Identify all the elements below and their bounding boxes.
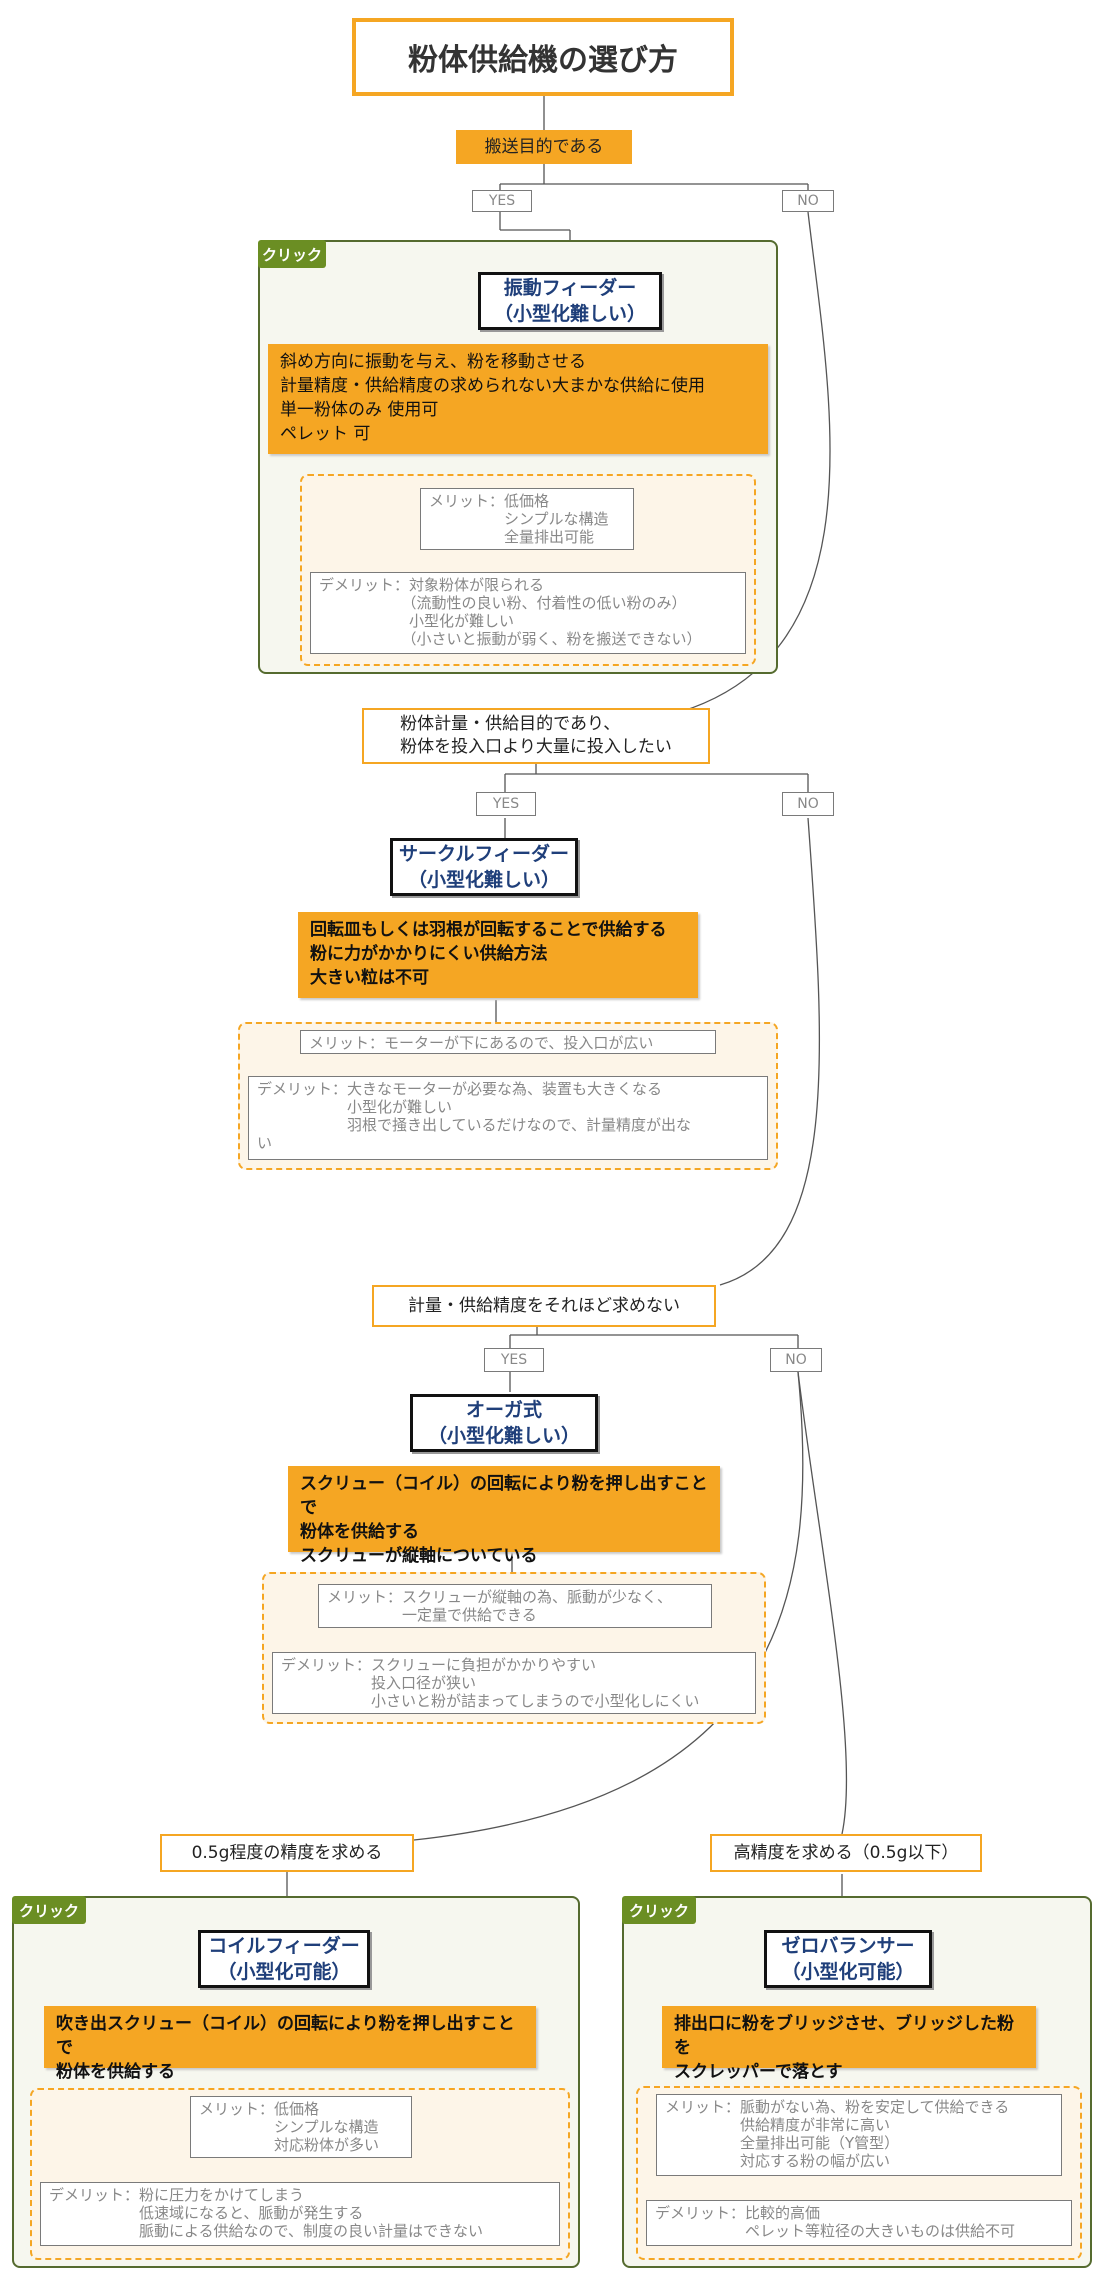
click-button[interactable]: クリック <box>12 1896 86 1924</box>
condition-medium-precision: 0.5g程度の精度を求める <box>160 1834 414 1872</box>
machine-name-circle[interactable]: サークルフィーダー （小型化難しい） <box>390 838 578 896</box>
machine-size-note: （小型化可能） <box>781 1961 915 1983</box>
condition-transport: 搬送目的である <box>456 130 632 164</box>
yes-label: YES <box>476 792 536 816</box>
machine-name-zero-balancer[interactable]: ゼロバランサー （小型化可能） <box>764 1930 932 1988</box>
machine-name-auger[interactable]: オーガ式 （小型化難しい） <box>410 1394 598 1452</box>
machine-title: コイルフィーダー <box>208 1935 360 1957</box>
no-label: NO <box>782 792 834 816</box>
coil-description: 吹き出スクリュー（コイル）の回転により粉を押し出すことで 粉体を供給する <box>44 2006 536 2082</box>
coil-demerit: デメリット：粉に圧力をかけてしまう 低速域になると、脈動が発生する 脈動による供… <box>40 2182 560 2246</box>
zero-balancer-merit: メリット：脈動がない為、粉を安定して供給できる 供給精度が非常に高い 全量排出可… <box>656 2094 1062 2176</box>
machine-title: オーガ式 <box>465 1399 542 1421</box>
machine-size-note: （小型化難しい） <box>407 869 560 891</box>
chart-title: 粉体供給機の選び方 <box>352 18 734 96</box>
click-button[interactable]: クリック <box>258 240 326 268</box>
machine-size-note: （小型化難しい） <box>493 303 646 325</box>
machine-size-note: （小型化難しい） <box>427 1425 580 1447</box>
circle-description: 回転皿もしくは羽根が回転することで供給する 粉に力がかかりにくい供給方法 大きい… <box>298 912 698 998</box>
coil-merit: メリット：低価格 シンプルな構造 対応粉体が多い <box>190 2096 412 2158</box>
condition-high-precision: 高精度を求める（0.5g以下） <box>710 1834 982 1872</box>
yes-label: YES <box>472 190 532 212</box>
yes-label: YES <box>484 1348 544 1372</box>
vibration-merit: メリット：低価格 シンプルな構造 全量排出可能 <box>420 488 634 550</box>
machine-size-note: （小型化可能） <box>217 1961 351 1983</box>
machine-name-vibration[interactable]: 振動フィーダー （小型化難しい） <box>478 272 662 330</box>
machine-title: 振動フィーダー <box>503 277 637 299</box>
vibration-description: 斜め方向に振動を与え、粉を移動させる 計量精度・供給精度の求められない大まかな供… <box>268 344 768 454</box>
click-button[interactable]: クリック <box>622 1896 696 1924</box>
auger-merit: メリット：スクリューが縦軸の為、脈動が少なく、 一定量で供給できる <box>318 1584 712 1628</box>
machine-name-coil[interactable]: コイルフィーダー （小型化可能） <box>198 1930 370 1988</box>
auger-demerit: デメリット：スクリューに負担がかかりやすい 投入口径が狭い 小さいと粉が詰まって… <box>272 1652 756 1714</box>
circle-merit: メリット：モーターが下にあるので、投入口が広い <box>300 1030 716 1054</box>
vibration-demerit: デメリット：対象粉体が限られる （流動性の良い粉、付着性の低い粉のみ） 小型化が… <box>310 572 746 654</box>
condition-weigh-bulk: 粉体計量・供給目的であり、 粉体を投入口より大量に投入したい <box>362 708 710 764</box>
auger-description: スクリュー（コイル）の回転により粉を押し出すことで 粉体を供給する スクリューが… <box>288 1466 720 1566</box>
circle-demerit: デメリット：大きなモーターが必要な為、装置も大きくなる 小型化が難しい 羽根で掻… <box>248 1076 768 1160</box>
zero-balancer-demerit: デメリット：比較的高価 ペレット等粒径の大きいものは供給不可 <box>646 2200 1072 2246</box>
no-label: NO <box>770 1348 822 1372</box>
machine-title: ゼロバランサー <box>781 1935 915 1957</box>
no-label: NO <box>782 190 834 212</box>
condition-low-precision: 計量・供給精度をそれほど求めない <box>372 1285 716 1327</box>
machine-title: サークルフィーダー <box>398 843 570 865</box>
zero-balancer-description: 排出口に粉をブリッジさせ、ブリッジした粉を スクレッパーで落とす <box>662 2006 1036 2082</box>
